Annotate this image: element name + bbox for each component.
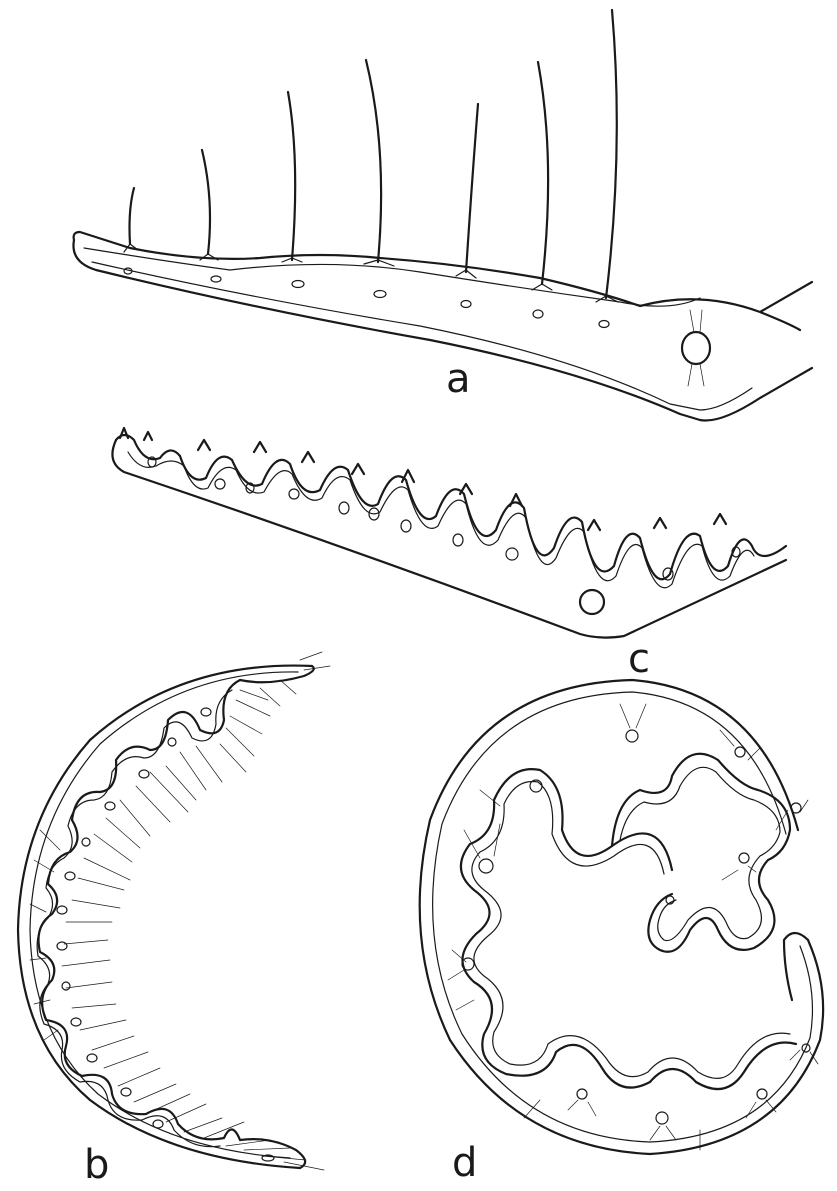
panel-b-wavy-surface (39, 680, 241, 1140)
panel-a-straight-section: a (73, 10, 812, 421)
panel-c-label: c (628, 636, 650, 682)
panel-d-inner-hook (620, 767, 780, 940)
panel-d-upper-lobes (612, 754, 790, 952)
panel-d-label: d (452, 1140, 477, 1186)
panel-b-inner-lining (37, 690, 232, 1147)
panel-c-undulate-section: c (112, 428, 786, 682)
panel-d-coiled-section: d (420, 680, 823, 1186)
panel-a-vascular-bundle (682, 332, 710, 364)
panel-c-wavy-surface (116, 435, 786, 579)
panel-c-spinelets (120, 428, 726, 530)
panel-b-label: b (84, 1142, 109, 1188)
panel-d-radial-hairs (448, 704, 818, 1150)
panel-b-cells (57, 708, 274, 1161)
panel-d-lobed-wall-inner (472, 781, 790, 1078)
panel-a-label: a (446, 356, 471, 402)
panel-a-bundle-rays (688, 310, 704, 386)
panel-d-hook-tip (784, 933, 808, 1000)
panel-a-outline (73, 232, 812, 421)
panel-b-outer-arc (18, 666, 312, 1168)
panel-b-curved-section: b (18, 652, 330, 1188)
panel-d-outer-ring (420, 680, 823, 1154)
panel-c-vascular-bundle (580, 590, 604, 614)
panel-b-outer-arc-inner (30, 672, 298, 1158)
panel-b-hairs (30, 652, 330, 1170)
panel-a-spines (130, 10, 617, 298)
panel-c-cells (148, 457, 740, 580)
panel-a-inner-lining (84, 248, 752, 410)
